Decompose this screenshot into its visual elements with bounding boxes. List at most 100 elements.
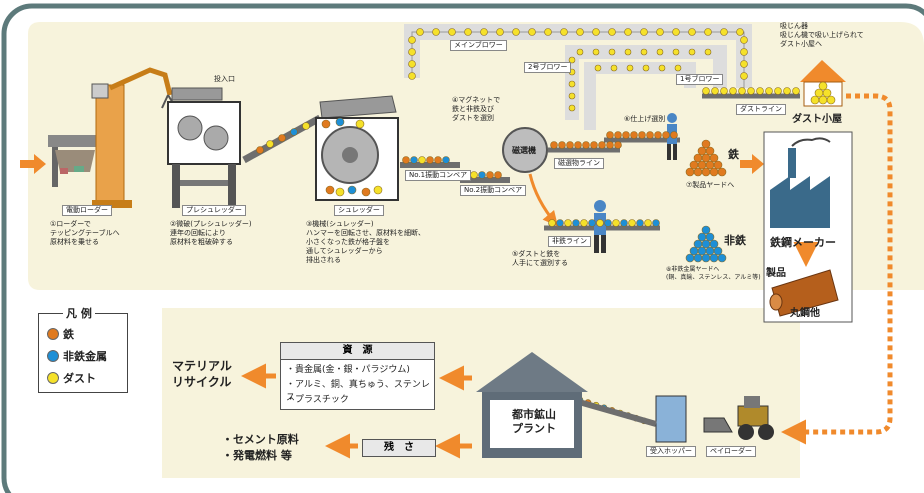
dust-pellet: [608, 48, 616, 56]
iron-pellet: [606, 141, 614, 149]
dust-pellet: [640, 48, 648, 56]
material-pellet: [564, 219, 572, 227]
dust-pellet: [608, 28, 616, 36]
resources-title: 資 源: [281, 343, 434, 360]
dust-pellet: [711, 87, 719, 95]
crane-loader: [91, 67, 177, 208]
dust-pellet: [740, 36, 748, 44]
dust-line-label: ダストライン: [736, 104, 786, 115]
iron-pellet: [701, 153, 711, 163]
iron-pellet: [693, 167, 703, 177]
resource-item: ・貴金属(金・銀・パラジウム): [286, 365, 410, 375]
material-pellet: [628, 219, 636, 227]
steel-maker-label: 鉄鋼メーカー: [770, 236, 836, 249]
iron-pellet: [697, 146, 707, 156]
tipping-table: [48, 135, 106, 187]
dust-pellet: [672, 28, 680, 36]
material-pellet: [418, 156, 426, 164]
conveyor-2-label: No.2振動コンベア: [460, 185, 527, 196]
payloader-label: ペイローダー: [706, 446, 756, 457]
iron-pellet: [717, 167, 727, 177]
iron-pellet: [697, 160, 707, 170]
iron-pellet: [654, 131, 662, 139]
nonferrous-pellet: [717, 253, 727, 263]
input-arrow: [20, 154, 46, 174]
legend-item-iron: 鉄: [47, 326, 74, 342]
iron-dot-icon: [47, 328, 59, 340]
legend-item-nonferrous: 非鉄金属: [47, 348, 107, 364]
material-pellet: [402, 156, 410, 164]
to-steel-arrow: [740, 154, 764, 174]
dust-pellet: [810, 95, 820, 105]
resource-item: ・アルミ、銅、真ちゅう、ステンレス: [286, 380, 430, 403]
dust-pellet: [658, 64, 666, 72]
material-pellet: [604, 219, 612, 227]
note-loader: ①ローダーで テッピングテーブルへ 原材料を乗せる: [50, 220, 120, 246]
iron-pellet: [614, 141, 622, 149]
nonferrous-pellet: [709, 253, 719, 263]
dust-pellet: [576, 48, 584, 56]
material-pellet: [335, 187, 345, 197]
material-pellet: [361, 187, 371, 197]
dust-pellet: [592, 28, 600, 36]
dust-pellet: [568, 104, 576, 112]
dust-pellet: [765, 87, 773, 95]
dust-pellet: [592, 48, 600, 56]
payloader-icon: [703, 396, 774, 440]
dust-pellet: [408, 48, 416, 56]
nonferrous-pellet: [701, 239, 711, 249]
dust-pellet: [568, 80, 576, 88]
iron-pellet: [689, 160, 699, 170]
iron-pellet: [685, 167, 695, 177]
iron-pellet: [574, 141, 582, 149]
dust-pellet: [432, 28, 440, 36]
dust-pellet: [818, 81, 828, 91]
iron-pellet: [709, 167, 719, 177]
nonferrous-pellet: [693, 239, 703, 249]
crane-loader-label: 電動ローダー: [62, 205, 112, 216]
outer-frame: [1, 3, 924, 493]
iron-pellet: [693, 153, 703, 163]
material-pellet: [486, 171, 494, 179]
nonferrous-label: 非鉄: [724, 234, 746, 247]
note-dust-collector: 吸じん器 吸じん機で吸い上げられて ダスト小屋へ: [780, 22, 864, 48]
residue-box: 残 さ: [362, 439, 436, 457]
nonferrous-pellet: [697, 246, 707, 256]
dust-pellet: [464, 28, 472, 36]
dust-pellet: [740, 48, 748, 56]
material-pellet: [302, 122, 310, 130]
dust-pellet: [688, 48, 696, 56]
material-pellet: [620, 219, 628, 227]
main-blower-label: メインブロワー: [450, 40, 507, 51]
iron-pellet: [670, 131, 678, 139]
dust-pellet: [624, 28, 632, 36]
dust-pellet: [814, 88, 824, 98]
iron-pellet: [582, 141, 590, 149]
legend: 凡 例 鉄 非鉄金属 ダスト: [38, 305, 128, 393]
material-pellet: [636, 219, 644, 227]
nonferrous-pellet: [701, 225, 711, 235]
nonferrous-pellet: [693, 253, 703, 263]
iron-label: 鉄: [728, 148, 739, 161]
iron-pellet: [630, 131, 638, 139]
material-pellet: [470, 171, 478, 179]
nonferrous-dot-icon: [47, 350, 59, 362]
dust-pellet: [408, 36, 416, 44]
iron-pellet: [701, 139, 711, 149]
material-pellet: [580, 219, 588, 227]
dust-pellet: [818, 95, 828, 105]
dust-pellet: [480, 28, 488, 36]
dust-pellet: [702, 87, 710, 95]
shredder-machine: [315, 95, 399, 201]
dust-pellet: [416, 28, 424, 36]
material-pellet: [548, 219, 556, 227]
dust-pellet: [736, 28, 744, 36]
residue-uses-label: ・セメント原料 ・発電燃料 等: [222, 433, 299, 462]
material-pellet: [256, 146, 264, 154]
material-pellet: [410, 156, 418, 164]
material-pellet: [426, 156, 434, 164]
plant-conveyor: [571, 397, 657, 427]
product-item-label: 丸鋼他: [790, 308, 820, 319]
process-panel: [28, 22, 924, 290]
